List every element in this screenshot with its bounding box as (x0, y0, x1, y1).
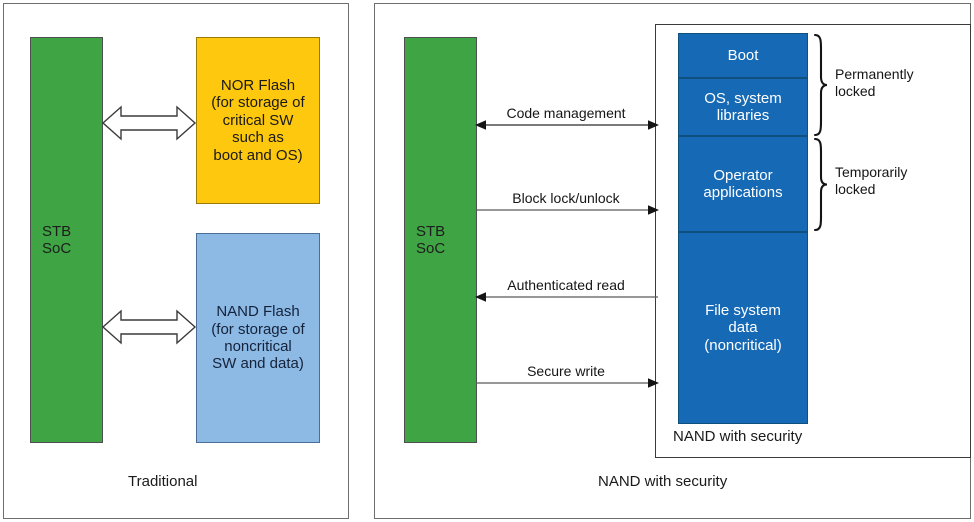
nand-flash-line4: SW and data) (212, 355, 304, 373)
nand-flash-line2: (for storage of (211, 320, 305, 338)
arrow-block-lock-unlock-icon (476, 205, 659, 215)
nor-flash-line2: (for storage of (211, 94, 305, 112)
brace-temporarily-locked-line2: locked (835, 181, 876, 198)
nand-flash-line3: noncritical (224, 338, 292, 355)
memory-block-operator-applications: Operator applications (678, 136, 808, 232)
nor-flash-line3: critical SW (222, 111, 294, 129)
brace-permanently-locked-line1: Permanently (835, 66, 914, 82)
stb-soc-secure-line2: SoC (416, 240, 446, 257)
stb-soc-line2: SoC (42, 240, 72, 257)
arrow-label-code-management: Code management (506, 105, 626, 121)
stb-soc-block-secure: STB SoC (404, 37, 477, 443)
arrow-label-secure-write: Secure write (527, 363, 605, 379)
nor-flash-line5: boot and OS) (213, 146, 303, 164)
nor-flash-block: NOR Flash (for storage of critical SW su… (196, 37, 320, 204)
memory-block-operator-line2: applications (703, 184, 783, 201)
arrow-label-authenticated-read: Authenticated read (507, 277, 625, 293)
arrow-soc-to-nor-flash-icon (101, 105, 197, 141)
stb-soc-secure-line1: STB (416, 222, 446, 240)
memory-block-filesystem-line2: data (728, 319, 758, 337)
memory-block-boot: Boot (678, 33, 808, 78)
nor-flash-line1: NOR Flash (220, 77, 296, 95)
nand-flash-block: NAND Flash (for storage of noncritical S… (196, 233, 320, 443)
brace-temporarily-locked-icon (813, 137, 828, 232)
arrow-code-management-icon (475, 120, 659, 130)
memory-block-os-line2: libraries (716, 107, 770, 124)
nor-flash-line4: such as (232, 129, 284, 147)
brace-permanently-locked-line2: locked (835, 83, 876, 100)
memory-block-file-system-data: File system data (noncritical) (678, 232, 808, 424)
caption-traditional: Traditional (128, 473, 198, 490)
stb-soc-line1: STB (42, 222, 72, 240)
arrow-authenticated-read-icon (475, 292, 658, 302)
nand-container-label: NAND with security (673, 428, 803, 445)
memory-block-os-line1: OS, system (704, 89, 782, 107)
brace-label-temporarily-locked: Temporarily locked (835, 164, 907, 198)
memory-block-operator-line1: Operator (713, 166, 773, 184)
arrow-soc-to-nand-flash-icon (101, 309, 197, 345)
brace-temporarily-locked-line1: Temporarily (835, 164, 908, 180)
nand-flash-line1: NAND Flash (216, 303, 300, 321)
arrow-secure-write-icon (476, 378, 659, 388)
memory-block-boot-label: Boot (727, 46, 759, 64)
brace-permanently-locked-icon (813, 33, 828, 137)
memory-block-os-system-libraries: OS, system libraries (678, 78, 808, 136)
memory-block-filesystem-line3: (noncritical) (704, 336, 782, 354)
brace-label-permanently-locked: Permanently locked (835, 66, 914, 100)
arrow-label-block-lock-unlock: Block lock/unlock (512, 190, 620, 206)
stb-soc-block-traditional: STB SoC (30, 37, 103, 443)
memory-block-filesystem-line1: File system (705, 301, 781, 319)
caption-nand-with-security: NAND with security (598, 473, 728, 490)
